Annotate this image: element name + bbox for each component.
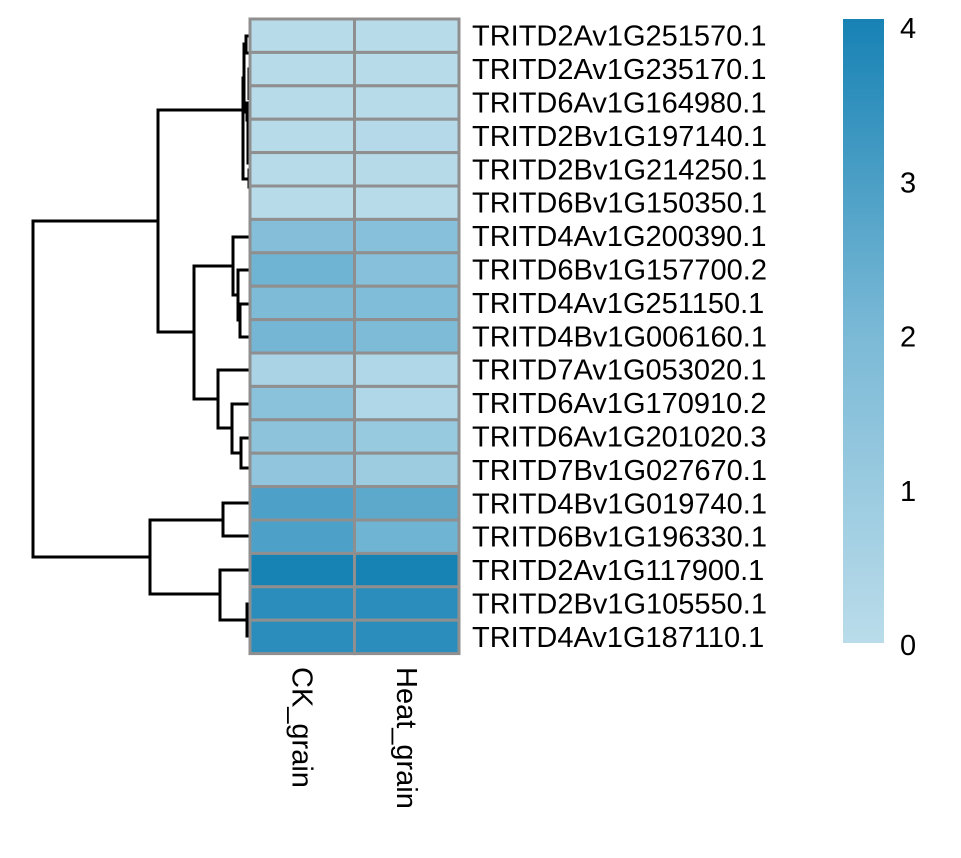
column-label: CK_grain xyxy=(285,667,317,788)
row-label: TRITD6Bv1G196330.1 xyxy=(472,522,767,554)
dendrogram-branch xyxy=(148,518,223,596)
heatmap-cell xyxy=(248,184,356,221)
heatmap-cell xyxy=(353,17,461,54)
heatmap-cell xyxy=(353,384,461,422)
heatmap-cell xyxy=(248,318,356,355)
dendrogram-branch xyxy=(241,76,249,181)
heatmap-cell xyxy=(353,318,461,355)
row-label: TRITD7Bv1G027670.1 xyxy=(472,455,767,487)
heatmap-cell xyxy=(248,384,356,422)
row-labels: TRITD2Av1G251570.1TRITD2Av1G235170.1TRIT… xyxy=(472,21,767,654)
heatmap-cell xyxy=(353,284,461,322)
row-label: TRITD2Av1G235170.1 xyxy=(472,54,766,86)
row-label: TRITD4Av1G251150.1 xyxy=(472,288,764,320)
heatmap-cells xyxy=(248,17,461,656)
heatmap-cell xyxy=(248,84,356,121)
legend-tick-label: 1 xyxy=(900,476,916,508)
row-label: TRITD6Bv1G150350.1 xyxy=(472,188,767,220)
heatmap-cell xyxy=(353,217,461,255)
heatmap-cell xyxy=(248,585,356,622)
heatmap-cell xyxy=(353,551,461,589)
row-label: TRITD2Av1G251570.1 xyxy=(472,21,766,53)
row-label: TRITD7Av1G053020.1 xyxy=(472,355,766,387)
heatmap-cell xyxy=(248,418,356,455)
dendrogram-branch xyxy=(216,368,250,430)
heatmap-cell xyxy=(248,17,356,54)
legend-tick-label: 0 xyxy=(900,630,916,662)
heatmap-cell xyxy=(248,117,356,155)
dendrogram-branch xyxy=(192,264,233,401)
heatmap-cell xyxy=(353,50,461,88)
heatmap-cell xyxy=(353,451,461,489)
heatmap-cell xyxy=(353,585,461,622)
heatmap-cell xyxy=(248,518,356,555)
legend-tick-label: 4 xyxy=(900,13,916,45)
heatmap-cell xyxy=(353,184,461,221)
dendrogram-branch xyxy=(156,108,243,334)
heatmap-cell xyxy=(248,451,356,489)
heatmap-cell xyxy=(248,50,356,88)
heatmap-cell xyxy=(248,618,356,656)
dendrogram-branch xyxy=(231,235,250,297)
row-label: TRITD2Bv1G197140.1 xyxy=(472,121,767,153)
color-legend: 0 1 2 3 4 xyxy=(843,13,916,662)
row-label: TRITD4Av1G200390.1 xyxy=(472,221,766,253)
heatmap-cell xyxy=(248,351,356,388)
heatmap-cell xyxy=(353,518,461,555)
row-dendrogram xyxy=(31,34,251,638)
heatmap-cell xyxy=(248,251,356,288)
heatmap-cell xyxy=(353,351,461,388)
heatmap-cell xyxy=(353,117,461,155)
row-label: TRITD2Bv1G105550.1 xyxy=(472,589,767,621)
heatmap-cell xyxy=(353,618,461,656)
dendrogram-branch xyxy=(31,219,158,559)
row-label: TRITD4Bv1G019740.1 xyxy=(472,488,767,520)
heatmap-cell xyxy=(353,84,461,121)
dendrogram-branch xyxy=(221,501,250,538)
legend-tick-label: 2 xyxy=(900,322,916,354)
row-label: TRITD4Bv1G006160.1 xyxy=(472,321,767,353)
heatmap-cell xyxy=(353,418,461,455)
heatmap-cell xyxy=(353,485,461,522)
heatmap-cell xyxy=(248,217,356,255)
row-label: TRITD6Av1G170910.2 xyxy=(472,388,766,420)
column-labels: CK_grain Heat_grain xyxy=(285,667,422,809)
legend-tick-label: 3 xyxy=(900,167,916,199)
row-label: TRITD2Bv1G214250.1 xyxy=(472,154,767,186)
heatmap-cell xyxy=(248,551,356,589)
heatmap-cell xyxy=(353,251,461,288)
legend-color-bar xyxy=(843,19,884,643)
heatmap-cell xyxy=(248,151,356,188)
row-label: TRITD2Av1G117900.1 xyxy=(472,555,764,587)
heatmap-cell xyxy=(248,485,356,522)
row-label: TRITD6Av1G164980.1 xyxy=(472,88,766,120)
row-label: TRITD4Av1G187110.1 xyxy=(472,622,764,654)
row-label: TRITD6Av1G201020.3 xyxy=(472,422,766,454)
legend-tick-labels: 0 1 2 3 4 xyxy=(900,13,916,662)
heatmap-cell xyxy=(248,284,356,322)
column-label: Heat_grain xyxy=(390,667,422,809)
row-label: TRITD6Bv1G157700.2 xyxy=(472,255,767,287)
heatmap-cell xyxy=(353,151,461,188)
